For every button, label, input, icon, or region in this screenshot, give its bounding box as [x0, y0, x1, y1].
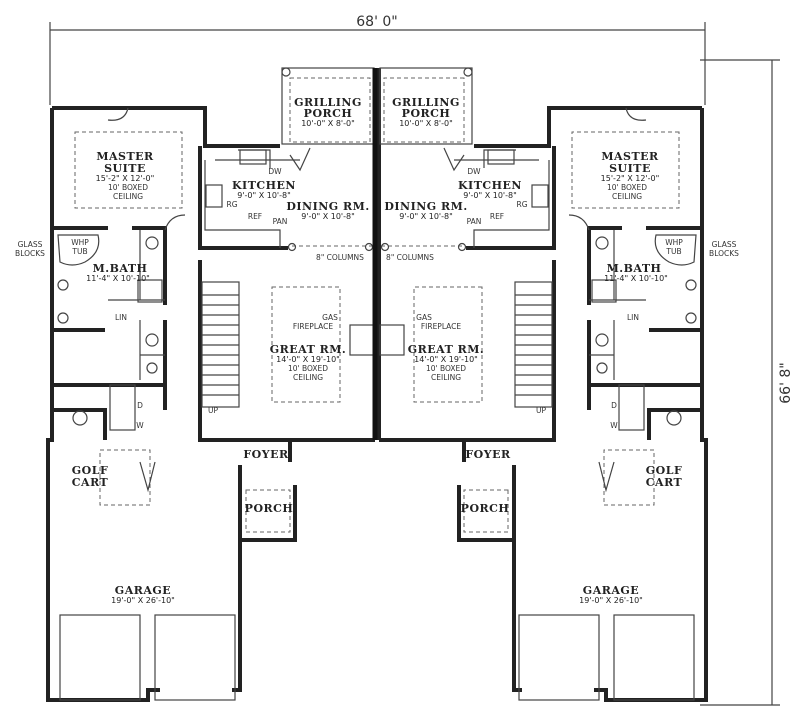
kitchen-size: 9'-0" X 10'-8"	[237, 191, 291, 200]
range-label: RG	[226, 200, 237, 209]
glass-blocks-label: GLASS	[18, 240, 43, 249]
master-bath-size: 11'-4" X 10'-10"	[604, 274, 668, 283]
great-room-note-2: CEILING	[293, 373, 323, 382]
foyer-label: FOYER	[243, 448, 289, 461]
refrigerator-label: REF	[248, 212, 262, 221]
pantry-label: PAN	[467, 217, 482, 226]
fireplace-label: GAS	[416, 313, 432, 322]
grilling-porch-size: 10'-0" X 8'-0"	[399, 119, 453, 128]
porch-label: PORCH	[461, 502, 510, 515]
grilling-porch-label-2: PORCH	[304, 107, 353, 120]
master-suite-size: 15'-2" X 12'-0"	[96, 174, 155, 183]
great-room-label: GREAT RM.	[270, 343, 347, 356]
tub-label: WHP	[71, 238, 89, 247]
master-suite-note: 10' BOXED	[607, 183, 647, 192]
foyer-label: FOYER	[465, 448, 511, 461]
great-room-note: 10' BOXED	[426, 364, 466, 373]
overall-depth: 66' 8"	[778, 362, 794, 403]
garage-size: 19'-0" X 26'-10"	[579, 596, 643, 605]
master-bath-label: M.BATH	[93, 262, 148, 275]
garage-label: GARAGE	[583, 584, 639, 597]
master-suite-label: MASTER	[601, 150, 659, 163]
dryer-label: D	[611, 401, 617, 410]
linen-label: LIN	[627, 313, 639, 322]
fireplace-label-2: FIREPLACE	[293, 322, 334, 331]
master-suite-note-2: CEILING	[113, 192, 143, 201]
golf-cart-label-2: CART	[72, 476, 109, 489]
great-room-note: 10' BOXED	[288, 364, 328, 373]
dining-room-label: DINING RM.	[384, 200, 467, 213]
dining-room-size: 9'-0" X 10'-8"	[301, 212, 355, 221]
washer-label: W	[136, 421, 144, 430]
great-room-label: GREAT RM.	[408, 343, 485, 356]
master-suite-note-2: CEILING	[612, 192, 642, 201]
glass-blocks-label-2: BLOCKS	[709, 249, 739, 258]
stairs-up-label: UP	[536, 406, 546, 415]
master-suite-size: 15'-2" X 12'-0"	[601, 174, 660, 183]
master-bath-size: 11'-4" X 10'-10"	[86, 274, 150, 283]
dining-room-label: DINING RM.	[286, 200, 369, 213]
overall-width: 68' 0"	[356, 14, 397, 30]
washer-label: W	[610, 421, 618, 430]
kitchen-label: KITCHEN	[232, 179, 296, 192]
golf-cart-label: GOLF	[72, 464, 109, 477]
stairs-up-label: UP	[208, 406, 218, 415]
master-suite-note: 10' BOXED	[108, 183, 148, 192]
dishwasher-label: DW	[467, 167, 481, 176]
tub-label-2: TUB	[665, 247, 681, 256]
porch-label: PORCH	[245, 502, 294, 515]
grilling-porch-label-2: PORCH	[402, 107, 451, 120]
great-room-size: 14'-0" X 19'-10"	[276, 355, 340, 364]
master-suite-label-2: SUITE	[104, 162, 146, 175]
master-bath-label: M.BATH	[607, 262, 662, 275]
glass-blocks-label-2: BLOCKS	[15, 249, 45, 258]
golf-cart-label: GOLF	[646, 464, 683, 477]
fireplace-label-2: FIREPLACE	[421, 322, 462, 331]
pantry-label: PAN	[273, 217, 288, 226]
dimension-lines	[49, 22, 780, 706]
columns-label: 8" COLUMNS	[386, 253, 434, 262]
right-unit-labels: MASTER SUITE 15'-2" X 12'-0" 10' BOXED C…	[384, 96, 739, 605]
garage-label: GARAGE	[115, 584, 171, 597]
tub-label: WHP	[665, 238, 683, 247]
grilling-porch-label: GRILLING	[294, 96, 362, 109]
great-room-size: 14'-0" X 19'-10"	[414, 355, 478, 364]
great-room-note-2: CEILING	[431, 373, 461, 382]
dining-room-size: 9'-0" X 10'-8"	[399, 212, 453, 221]
master-suite-label-2: SUITE	[609, 162, 651, 175]
columns-label: 8" COLUMNS	[316, 253, 364, 262]
master-suite-label: MASTER	[96, 150, 154, 163]
dishwasher-label: DW	[268, 167, 282, 176]
kitchen-label: KITCHEN	[458, 179, 522, 192]
linen-label: LIN	[115, 313, 127, 322]
kitchen-size: 9'-0" X 10'-8"	[463, 191, 517, 200]
glass-blocks-label: GLASS	[712, 240, 737, 249]
grilling-porch-size: 10'-0" X 8'-0"	[301, 119, 355, 128]
left-unit-labels: MASTER SUITE 15'-2" X 12'-0" 10' BOXED C…	[15, 96, 369, 605]
dryer-label: D	[137, 401, 143, 410]
golf-cart-label-2: CART	[646, 476, 683, 489]
refrigerator-label: REF	[490, 212, 504, 221]
garage-size: 19'-0" X 26'-10"	[111, 596, 175, 605]
grilling-porch-label: GRILLING	[392, 96, 460, 109]
range-label: RG	[516, 200, 527, 209]
tub-label-2: TUB	[71, 247, 87, 256]
fireplace-label: GAS	[322, 313, 338, 322]
